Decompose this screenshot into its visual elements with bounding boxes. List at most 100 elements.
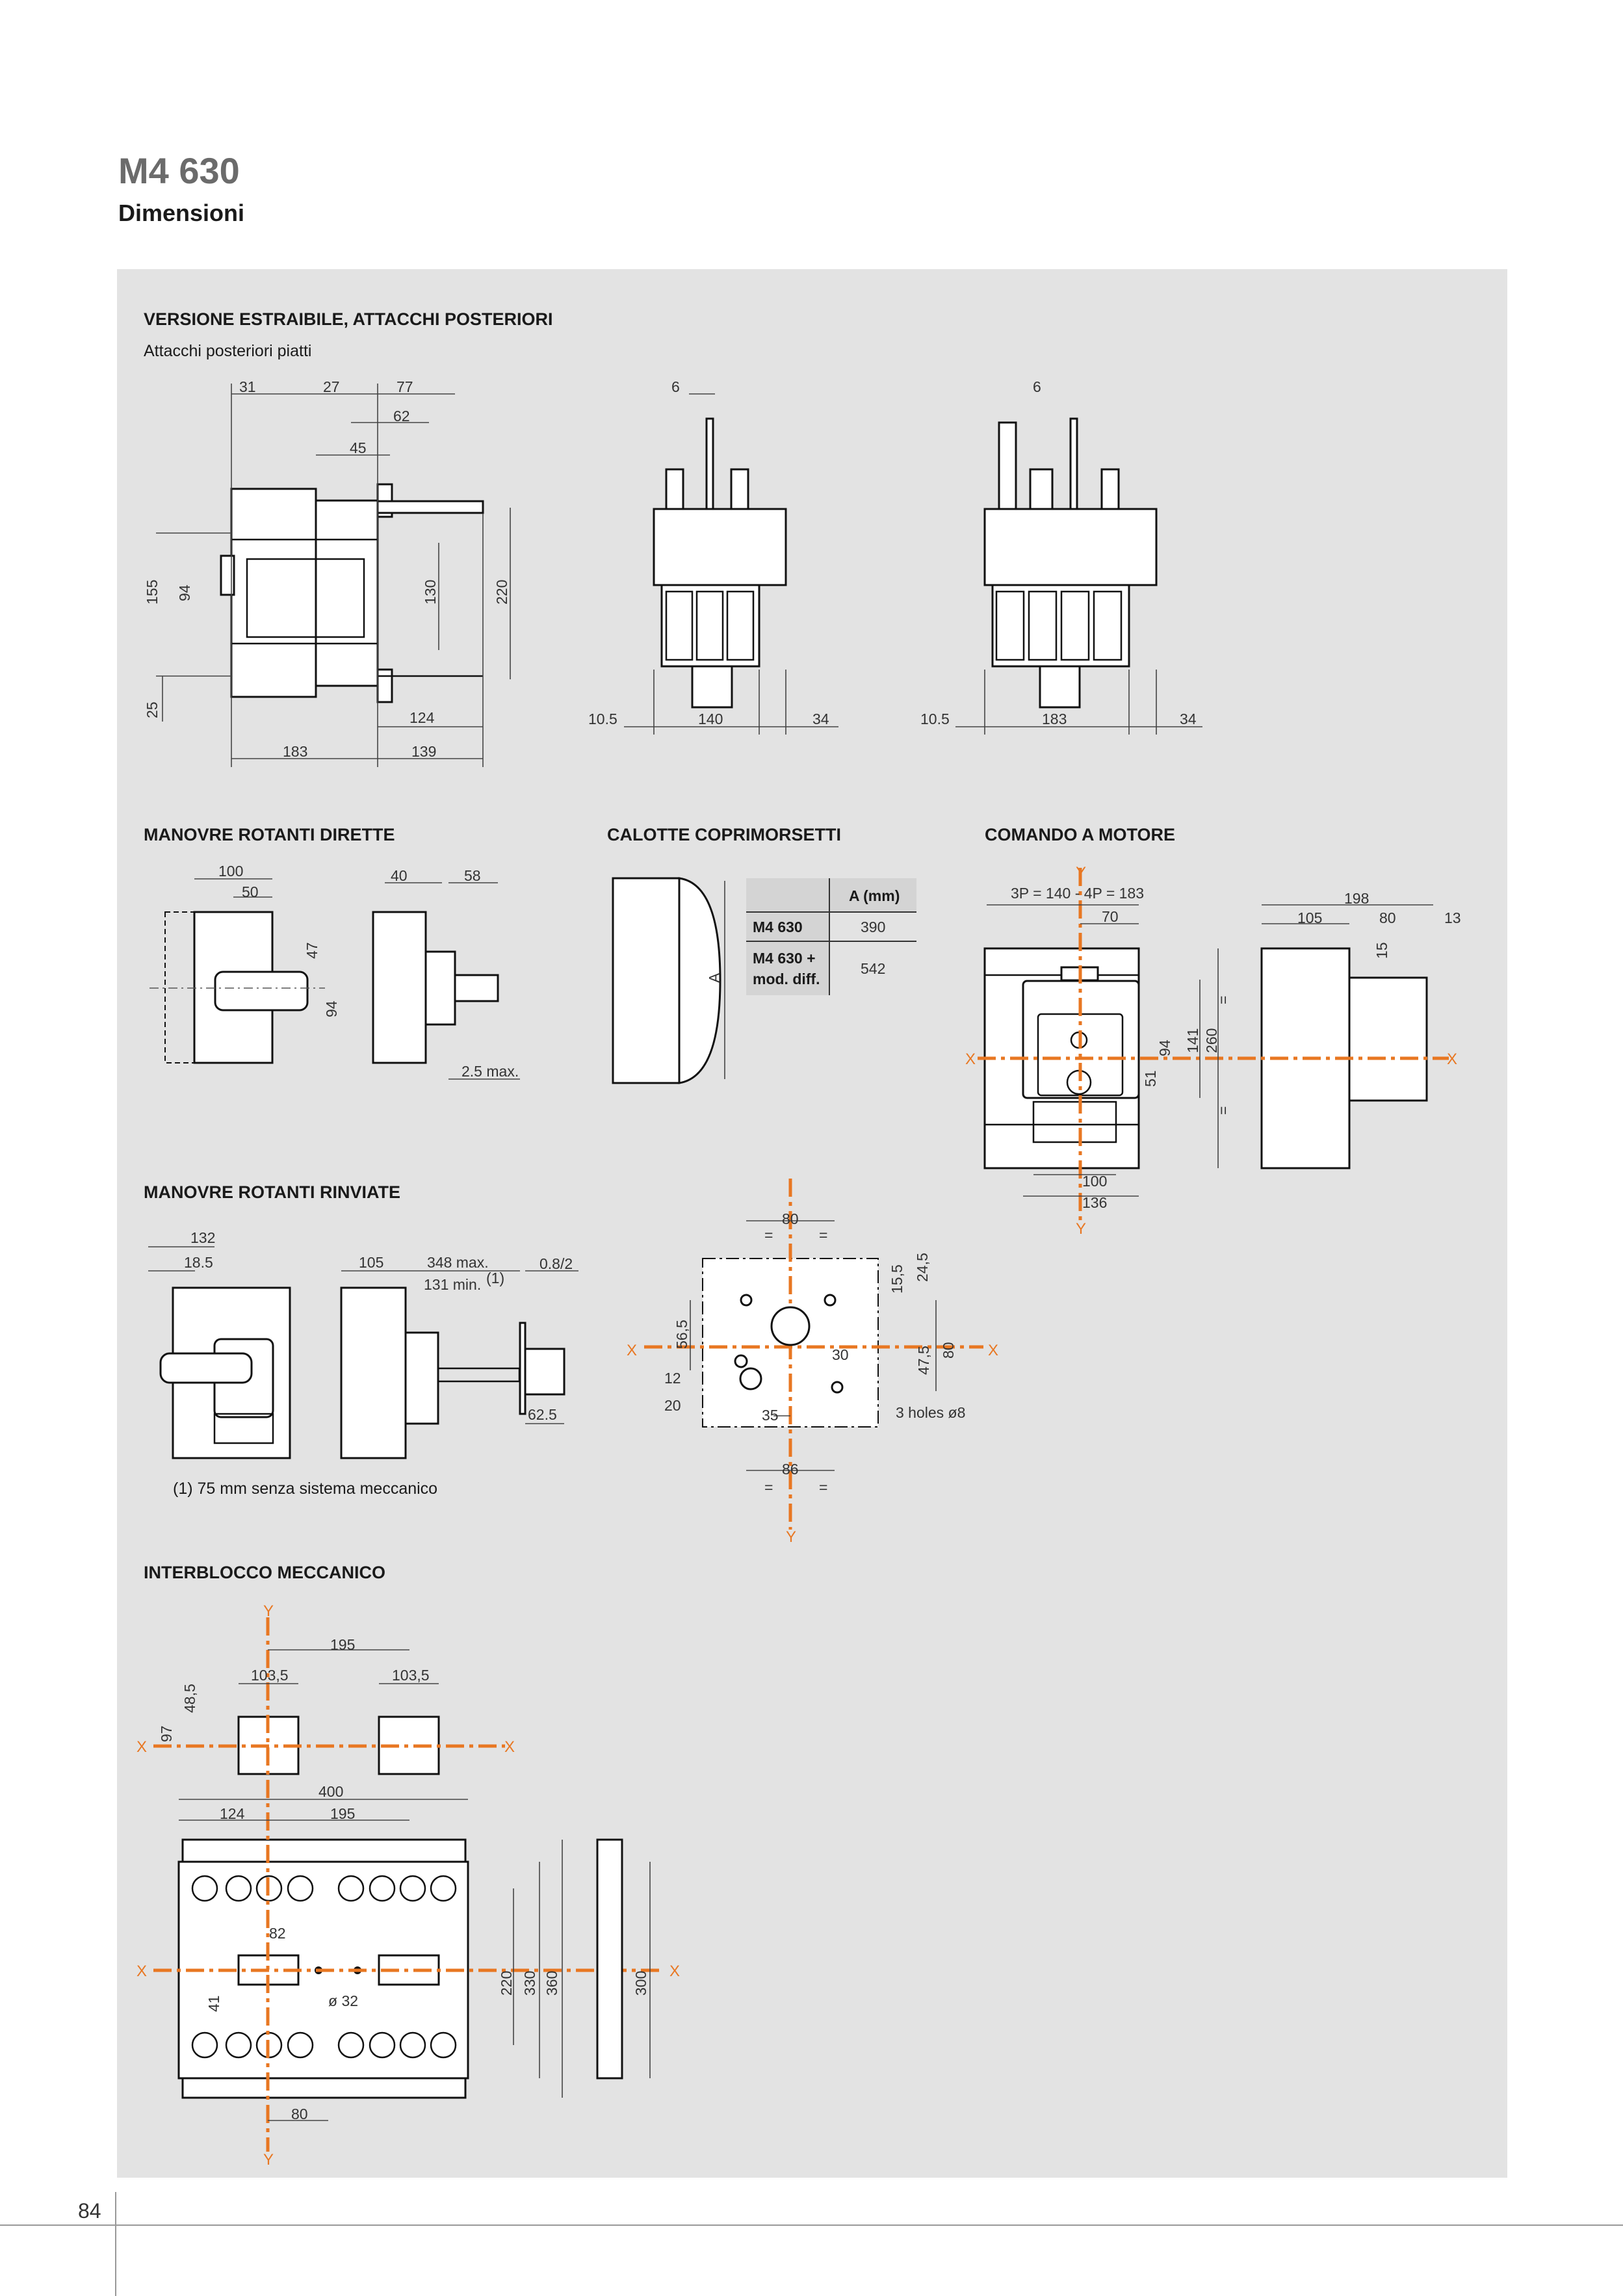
dim-label: 80: [291, 2106, 308, 2122]
page-subtitle: Dimensioni: [118, 200, 244, 226]
dim-label: 40: [391, 867, 408, 884]
dim-label: 25: [144, 701, 161, 718]
axis-label-x: X: [504, 1738, 515, 1756]
dim-label: 94: [176, 584, 193, 601]
dim-label: 15: [1373, 942, 1390, 959]
axis-label-x: X: [965, 1050, 976, 1068]
dim-label: 136: [1082, 1194, 1107, 1211]
dim-a-label: A: [706, 972, 723, 983]
dim-label: 105: [359, 1254, 383, 1271]
dim-label: 34: [812, 711, 829, 727]
dim-label: 18.5: [184, 1254, 213, 1271]
dim-label: 20: [664, 1397, 681, 1414]
dim-label: 80: [940, 1342, 957, 1359]
equal-mark: =: [1215, 1106, 1232, 1115]
dim-label: 140: [698, 711, 723, 727]
dim-label: 132: [190, 1229, 215, 1246]
dim-label: 51: [1142, 1070, 1159, 1087]
table-cell: M4 630 +: [753, 950, 816, 967]
dim-label: 24,5: [914, 1253, 931, 1282]
dim-label: 100: [218, 863, 243, 880]
section-calotte-coprimorsetti: CALOTTE COPRIMORSETTI A A (mm) M4 630 39…: [607, 825, 916, 1084]
section-heading: VERSIONE ESTRAIBILE, ATTACCHI POSTERIORI: [144, 309, 553, 329]
axis-label-x: X: [988, 1342, 998, 1359]
equal-mark: =: [764, 1479, 773, 1496]
dim-label: 10.5: [588, 711, 617, 727]
table-header: A (mm): [849, 887, 900, 904]
equal-mark: =: [1215, 996, 1232, 1004]
dim-label: 62.5: [528, 1406, 557, 1423]
dim-label: 50: [242, 883, 259, 900]
dim-label: 27: [323, 378, 340, 395]
dim-label: 198: [1344, 890, 1369, 907]
dim-label: 82: [269, 1925, 286, 1942]
axis-label-x: X: [1447, 1050, 1457, 1068]
section-manovre-dirette: MANOVRE ROTANTI DIRETTE 100 50 47 94 40 …: [144, 825, 520, 1080]
table-cell: 542: [861, 960, 885, 977]
section-manovre-rinviate: MANOVRE ROTANTI RINVIATE 132 18.5 105 34…: [144, 1182, 578, 1498]
dim-label: 41: [205, 1995, 222, 2012]
equal-mark: =: [764, 1227, 773, 1244]
dim-label: 400: [318, 1783, 343, 1800]
axis-label-x: X: [627, 1342, 637, 1359]
axis-label-y: Y: [1076, 1220, 1086, 1238]
front-view-4p-drawing: 6 10.5 183 34: [920, 378, 1202, 735]
table-cell: 390: [861, 919, 885, 935]
dim-label: 48,5: [181, 1684, 198, 1713]
dim-label: ø 32: [328, 1992, 358, 2009]
dim-label: 77: [396, 378, 413, 395]
dim-label: 220: [498, 1971, 515, 1996]
dim-label: 183: [283, 743, 307, 760]
dim-label: 100: [1082, 1173, 1107, 1190]
table-cell: mod. diff.: [753, 971, 820, 987]
dim-label: 330: [521, 1971, 538, 1996]
dim-label: 0.8/2: [539, 1255, 573, 1272]
dim-label: 124: [409, 709, 435, 726]
dim-label: 47: [304, 942, 320, 959]
axis-label-x: X: [136, 1963, 147, 1980]
dim-label: 195: [330, 1805, 355, 1822]
section-comando-motore: COMANDO A MOTORE 3P = 140 - 4P = 183 70 …: [965, 825, 1461, 1238]
front-view-3p-drawing: 6 10.5 140 34: [588, 378, 838, 735]
dim-label: 80: [1379, 909, 1396, 926]
dim-label: 139: [411, 743, 436, 760]
drilling-template: 80 86 56,5 12 20 35 30 15,5 24,5 47,5 80…: [627, 1179, 998, 1546]
holes-label: 3 holes ø8: [896, 1404, 965, 1421]
axis-label-y: Y: [263, 1602, 274, 1620]
section-heading: MANOVRE ROTANTI RINVIATE: [144, 1182, 400, 1202]
axis-label-y: Y: [263, 2151, 274, 2169]
dim-label: 94: [323, 1000, 340, 1017]
dim-label: 300: [632, 1971, 649, 1996]
dim-label: 6: [1033, 378, 1041, 395]
axis-label-y: Y: [786, 1528, 796, 1546]
dim-label: 3P = 140 - 4P = 183: [1011, 885, 1144, 902]
dim-label: 35: [762, 1407, 779, 1424]
dim-label: 30: [832, 1346, 849, 1363]
dim-label: 2.5 max.: [461, 1063, 519, 1080]
hole-row: [191, 1875, 457, 2059]
dim-label: 130: [422, 580, 439, 605]
table-cell: M4 630: [753, 919, 803, 935]
section-heading: CALOTTE COPRIMORSETTI: [607, 825, 841, 844]
page-title: M4 630: [118, 150, 240, 191]
axis-label-x: X: [669, 1963, 680, 1980]
dim-label: 34: [1180, 711, 1197, 727]
dim-label: 58: [464, 867, 481, 884]
equal-mark: =: [819, 1479, 827, 1496]
dim-label: 94: [1156, 1039, 1173, 1056]
section-versione-estraibile: VERSIONE ESTRAIBILE, ATTACCHI POSTERIORI…: [144, 309, 1202, 767]
dim-label: 131 min.: [424, 1276, 481, 1293]
axis-label-y: Y: [1076, 864, 1086, 881]
section-heading: COMANDO A MOTORE: [985, 825, 1175, 844]
dim-label: 103,5: [392, 1667, 430, 1684]
dim-label: 155: [144, 580, 161, 605]
dim-label: 220: [493, 580, 510, 605]
dim-label: 10.5: [920, 711, 950, 727]
dim-label: 141: [1184, 1028, 1201, 1053]
dim-label: 195: [330, 1636, 355, 1653]
section-interblocco-meccanico: INTERBLOCCO MECCANICO: [136, 1563, 680, 2169]
footnote-ref: (1): [486, 1270, 504, 1286]
dim-label: 260: [1203, 1028, 1220, 1053]
dim-label: 15,5: [889, 1264, 905, 1294]
